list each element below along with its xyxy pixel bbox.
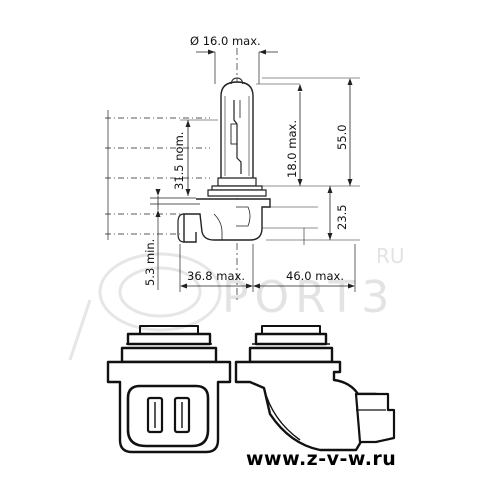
watermark-suffix: RU bbox=[376, 244, 405, 268]
flange-bottom bbox=[207, 189, 267, 197]
right-width-label: 46.0 max. bbox=[286, 269, 344, 283]
watermark-logo-icon bbox=[68, 252, 222, 361]
dimension-labels: Ø 16.0 max. 18.0 max. 55.0 31.5 nom. 23.… bbox=[143, 34, 349, 286]
min-offset-label: 5.3 min. bbox=[143, 239, 157, 286]
watermark: PORT3 RU bbox=[68, 244, 405, 361]
base-body bbox=[183, 198, 271, 243]
base-front-view bbox=[106, 325, 232, 454]
top-drawing bbox=[105, 48, 360, 300]
total-height-label: 55.0 bbox=[335, 124, 349, 150]
nominal-label: 31.5 nom. bbox=[172, 132, 186, 190]
diameter-label: Ø 16.0 max. bbox=[190, 34, 261, 48]
base-height-label: 23.5 bbox=[335, 204, 349, 230]
bulb-height-label: 18.0 max. bbox=[285, 120, 299, 178]
watermark-brand: PORT3 bbox=[222, 272, 395, 323]
site-url: www.z-v-w.ru bbox=[246, 448, 396, 470]
base-side-view bbox=[234, 325, 396, 452]
left-width-label: 36.8 max. bbox=[187, 269, 245, 283]
